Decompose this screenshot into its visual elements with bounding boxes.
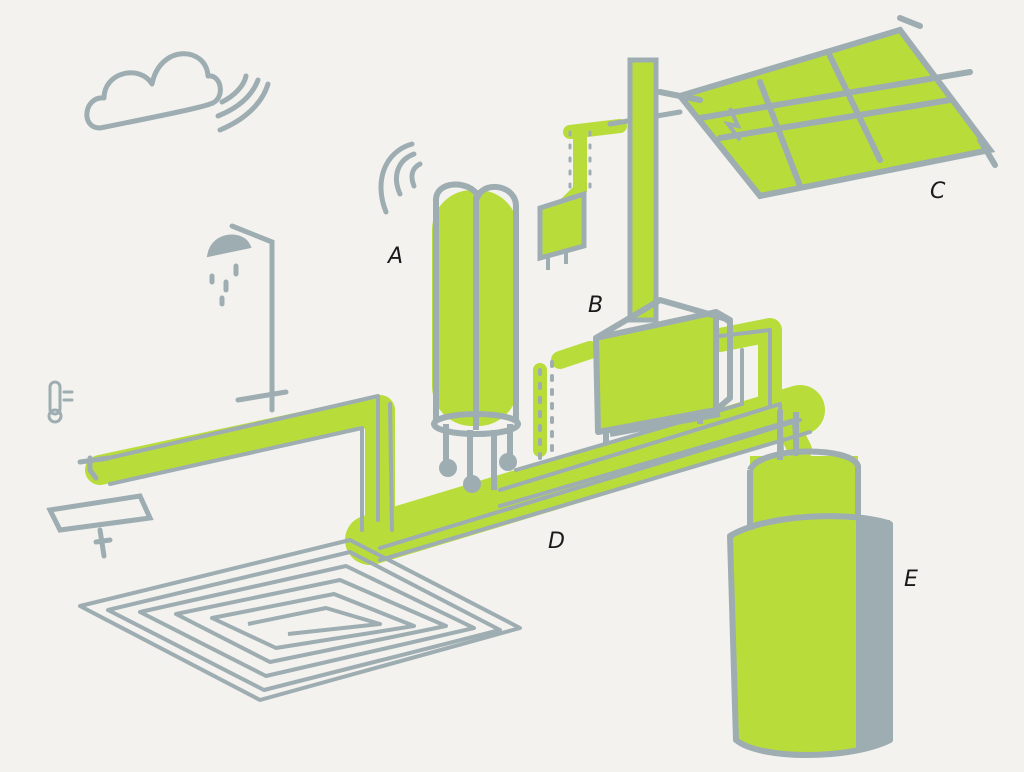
shower-icon [206,223,289,413]
boiler-unit [593,297,733,444]
label-d: D [548,529,565,554]
label-e: E [904,567,918,592]
label-a: A [386,244,403,269]
label-b: B [588,293,603,318]
solar-pipes [553,57,683,323]
storage-tank-e [727,410,893,758]
wind-icon [215,73,271,133]
control-box [537,190,587,270]
main-pipes [85,318,825,565]
lightning-icon [723,107,742,142]
wifi-icon [378,141,423,215]
solar-panel [657,15,998,200]
cloud-icon [84,51,223,131]
thermometer-icon [47,380,74,424]
label-c: C [930,179,946,204]
underfloor-heating [78,538,522,702]
tank-a [431,181,521,493]
sink-icon [46,455,154,559]
